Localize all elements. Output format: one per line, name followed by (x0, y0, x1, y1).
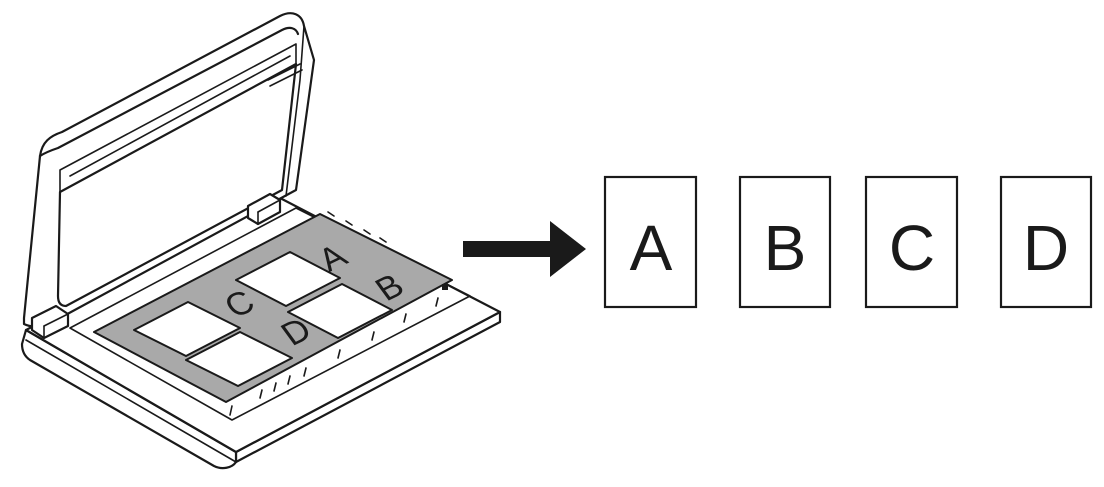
ruler-marks-bottom (229, 297, 439, 416)
ruler-marks-top (327, 211, 387, 243)
output-page-c: C (864, 175, 959, 309)
scanner-base-edge (25, 339, 237, 463)
scanner-bezel (69, 207, 471, 421)
lid-side-edge (285, 25, 305, 197)
output-page-d: D (999, 175, 1093, 309)
output-page-d-label: D (1023, 212, 1069, 284)
arrow-right-icon (463, 221, 586, 277)
lid-rim (38, 26, 300, 158)
lid-inner-face (56, 62, 298, 308)
hinge-left (30, 304, 70, 340)
scanner-lid (22, 12, 316, 328)
flatbed-scanner: A B C D (20, 12, 502, 470)
output-page-b-label: B (764, 212, 807, 284)
hinge-right (246, 192, 282, 226)
lid-side-groove-2 (269, 69, 303, 87)
lid-inner-edge (69, 55, 291, 177)
output-page-a-label: A (630, 212, 673, 284)
lid-side-groove (267, 63, 301, 81)
lid-inner-edge-2 (59, 43, 297, 193)
corner-marker (442, 284, 448, 290)
output-page-b: B (738, 175, 832, 309)
output-page-c-label: C (889, 212, 935, 284)
output-page-a: A (603, 175, 698, 309)
